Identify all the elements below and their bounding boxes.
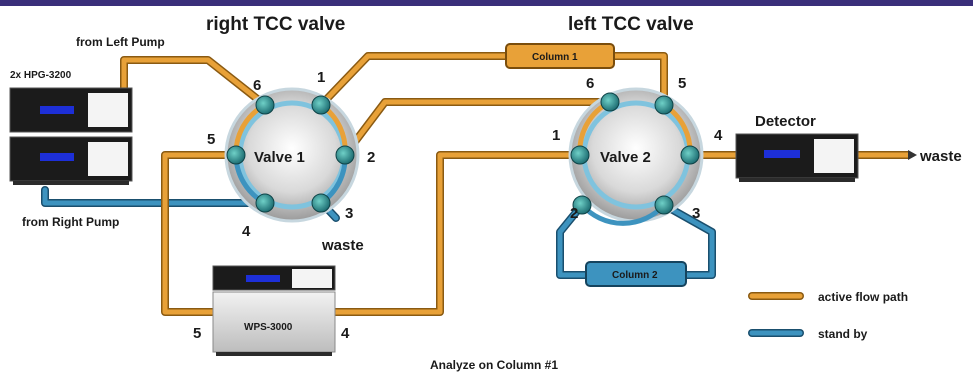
autosampler-screen (246, 275, 280, 282)
pump-stack (9, 87, 133, 185)
valve2-port-3-label: 3 (692, 205, 700, 222)
valve2-port-2 (572, 195, 592, 215)
left-pump-panel (88, 93, 128, 127)
valve2-name: Valve 2 (600, 149, 651, 166)
column1-label: Column 1 (532, 52, 578, 63)
right-pump-label: from Right Pump (22, 215, 119, 229)
valve2-port-1-label: 1 (552, 127, 560, 144)
right-valve-title: right TCC valve (206, 14, 345, 35)
valve1-port-2 (335, 145, 355, 165)
autosampler-port-4-label: 4 (341, 325, 350, 342)
standby-tubing (41, 186, 804, 337)
valve1-waste-label: waste (321, 237, 364, 254)
valve1-port-3 (311, 193, 331, 213)
column2-label: Column 2 (612, 270, 658, 281)
valve1-port-2-label: 2 (367, 149, 375, 166)
detector-screen (764, 150, 800, 158)
valve2-port-6-label: 6 (586, 75, 594, 92)
detector-label: Detector (755, 113, 816, 130)
valve-2 (568, 87, 704, 226)
left-pump-screen (40, 106, 74, 114)
valve1-port-4-label: 4 (242, 223, 251, 240)
caption: Analyze on Column #1 (430, 358, 558, 372)
detector-unit (735, 133, 859, 182)
right-pump-panel (88, 142, 128, 176)
valve2-port-6 (600, 92, 620, 112)
waste-arrow-icon (908, 150, 917, 160)
valve1-port-5-label: 5 (207, 131, 215, 148)
valve1-port-1-label: 1 (317, 69, 325, 86)
legend-active-label: active flow path (818, 290, 908, 304)
right-pump-screen (40, 153, 74, 161)
valve1-port-1 (311, 95, 331, 115)
valve2-port-4 (680, 145, 700, 165)
valve2-port-3 (654, 195, 674, 215)
valve1-port-5 (226, 145, 246, 165)
left-pump-label: from Left Pump (76, 35, 165, 49)
valve1-port-6-label: 6 (253, 77, 261, 94)
pump-model-label: 2x HPG-3200 (10, 70, 72, 81)
autosampler-port-5-label: 5 (193, 325, 201, 342)
column-1 (505, 43, 615, 69)
valve-1 (224, 87, 360, 223)
valve1-port-4 (255, 193, 275, 213)
autosampler-label: WPS-3000 (244, 322, 293, 333)
valve2-port-5 (654, 95, 674, 115)
autosampler-wps3000 (212, 265, 336, 356)
header-band (0, 0, 973, 6)
valve2-port-1 (570, 145, 590, 165)
valve1-port-3-label: 3 (345, 205, 353, 222)
left-valve-title: left TCC valve (568, 14, 694, 35)
active-tubing (120, 52, 912, 316)
valve2-port-2-label: 2 (570, 205, 578, 222)
column-2 (585, 261, 687, 287)
valve1-port-6 (255, 95, 275, 115)
detector-waste-label: waste (919, 148, 962, 165)
valve1-name: Valve 1 (254, 149, 305, 166)
legend-standby-label: stand by (818, 327, 868, 341)
valve2-port-4-label: 4 (714, 127, 723, 144)
valve2-port-5-label: 5 (678, 75, 686, 92)
